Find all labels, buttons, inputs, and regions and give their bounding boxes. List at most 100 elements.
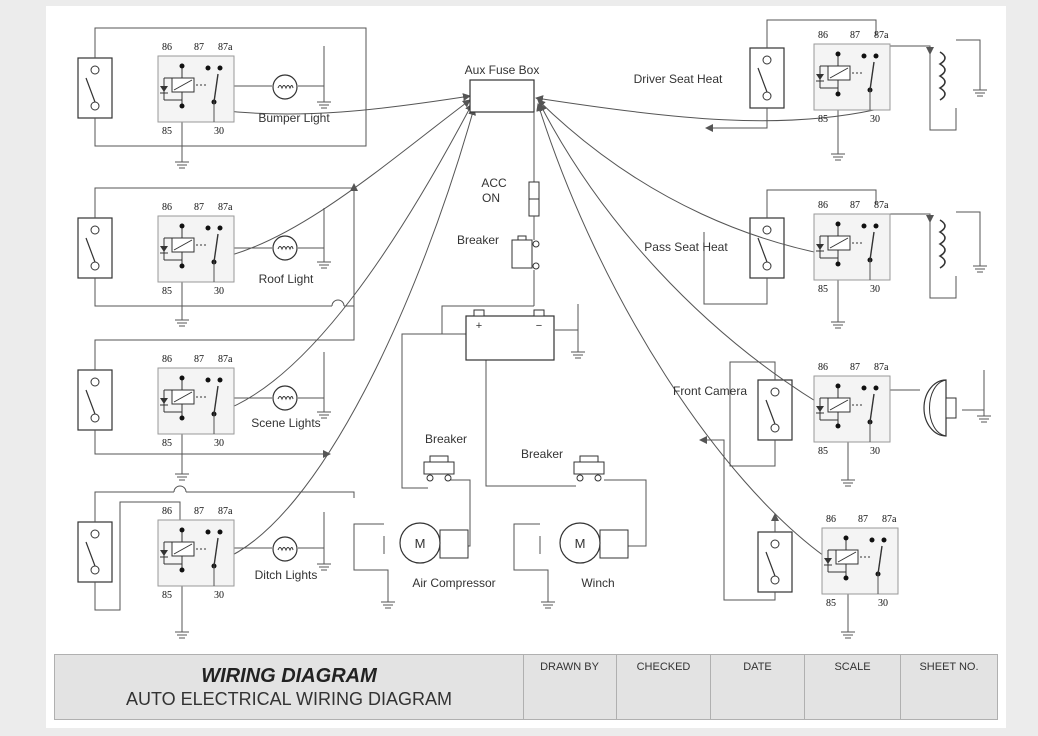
relay-pin-label: 87a [218, 202, 233, 213]
relay-pin-label: 87a [218, 42, 233, 53]
relay-pin-label: 87 [850, 30, 860, 41]
bumper-light-switch[interactable] [77, 57, 113, 119]
breaker-main [511, 235, 540, 270]
sheet-no-field[interactable]: SHEET NO. [919, 661, 979, 673]
aux-fuse-box-label: Aux Fuse Box [465, 63, 540, 77]
relay-pin-label: 30 [870, 446, 880, 457]
main-feed-wires [401, 112, 579, 489]
front-camera-switch[interactable] [757, 379, 793, 441]
ground-icon [540, 595, 556, 609]
drawing-sheet: 86 87 87a 85 30 86 87 87a 85 30 86 87 87a 85 30 86 87 87a… [46, 6, 1006, 728]
ditch-lights-switch[interactable] [77, 521, 113, 583]
relay-pin-label: 85 [162, 126, 172, 137]
ground-icon [316, 95, 332, 109]
relay-pin-label: 86 [162, 42, 172, 53]
camera-relay [821, 527, 899, 595]
relay-pin-label: 30 [214, 590, 224, 601]
relay-pin-label: 85 [162, 590, 172, 601]
date-field[interactable]: DATE [711, 655, 805, 719]
relay-pin-label: 86 [818, 30, 828, 41]
pass-seat-heat-label: Pass Seat Heat [644, 240, 728, 254]
front-camera-label: Front Camera [673, 384, 747, 398]
scene-lights-relay [157, 367, 235, 435]
title-area: WIRING DIAGRAM AUTO ELECTRICAL WIRING DI… [55, 655, 524, 719]
acc-label: ACC [481, 176, 507, 190]
air-compressor-circuit [353, 479, 471, 596]
driver-seat-heat-switch[interactable] [749, 47, 785, 109]
seat-heater-coil-icon [939, 51, 946, 101]
ground-icon [316, 255, 332, 269]
ditch-lights-bulb-icon [272, 536, 298, 562]
winch-label: Winch [581, 576, 614, 590]
checked-field[interactable]: CHECKED [617, 655, 711, 719]
front-camera-relay [813, 375, 891, 443]
relay-pin-label: 30 [870, 284, 880, 295]
seat-heater-coil-icon [939, 219, 946, 269]
relay-pin-label: 86 [162, 506, 172, 517]
relay-pin-label: 30 [878, 598, 888, 609]
ground-icon [972, 83, 988, 97]
ditch-lights-relay [157, 519, 235, 587]
relay-pin-label: 86 [818, 362, 828, 373]
relay-pin-label: 87 [850, 200, 860, 211]
relay-pin-label: 87a [874, 362, 889, 373]
relay-pin-label: 85 [162, 286, 172, 297]
relay-pin-label: 87a [874, 30, 889, 41]
wiring-diagram: 86 87 87a 85 30 86 87 87a 85 30 86 87 87a 85 30 86 87 87a… [77, 19, 992, 639]
relay-pin-label: 87a [218, 506, 233, 517]
aux-fuse-box [469, 79, 535, 113]
ground-icon [380, 595, 396, 609]
air-compressor-motor-icon [399, 522, 441, 564]
relay-pin-label: 86 [162, 202, 172, 213]
scene-lights-switch[interactable] [77, 369, 113, 431]
relay-pin-label: 87 [194, 506, 204, 517]
driver-seat-heat-label: Driver Seat Heat [634, 72, 723, 86]
scene-lights-bulb-icon [272, 385, 298, 411]
breaker-air-compressor-label: Breaker [425, 432, 467, 446]
breaker-winch [573, 455, 605, 482]
driver-seat-heat-relay [813, 43, 891, 111]
scene-lights-label: Scene Lights [251, 416, 320, 430]
pass-seat-heat-switch[interactable] [749, 217, 785, 279]
relay-pin-label: 85 [818, 284, 828, 295]
relay-pin-label: 85 [162, 438, 172, 449]
winch-motor-label: M [575, 536, 586, 551]
bumper-light-relay [157, 55, 235, 123]
roof-light-label: Roof Light [259, 272, 314, 286]
relay-pin-label: 87 [194, 354, 204, 365]
air-compressor-motor-label: M [415, 536, 426, 551]
headlamp-icon [923, 379, 957, 437]
relay-pin-label: 86 [826, 514, 836, 525]
relay-pin-label: 30 [214, 126, 224, 137]
breaker-main-label: Breaker [457, 233, 499, 247]
ground-icon [570, 345, 586, 359]
title-block: WIRING DIAGRAM AUTO ELECTRICAL WIRING DI… [54, 654, 998, 720]
relay-pin-label: 30 [214, 438, 224, 449]
relay-pin-label: 87a [882, 514, 897, 525]
ground-icon [840, 473, 856, 487]
ground-icon [972, 259, 988, 273]
relay-pin-label: 86 [818, 200, 828, 211]
camera-relay-switch[interactable] [757, 531, 793, 593]
scale-field[interactable]: SCALE [805, 655, 901, 719]
battery-negative-label: − [536, 320, 542, 332]
relay-pin-label: 87 [858, 514, 868, 525]
air-compressor-label: Air Compressor [412, 576, 495, 590]
ground-icon [174, 467, 190, 481]
pass-seat-heat-circuit [537, 99, 981, 316]
roof-light-switch[interactable] [77, 217, 113, 279]
relay-pin-label: 87 [194, 202, 204, 213]
winch-motor-icon [559, 522, 601, 564]
breaker-air-compressor [423, 455, 455, 482]
battery [465, 309, 555, 361]
relay-pin-label: 85 [818, 446, 828, 457]
relay-pin-label: 87 [194, 42, 204, 53]
relay-pin-label: 85 [826, 598, 836, 609]
acc-on-label: ON [482, 191, 500, 205]
driver-seat-heat-circuit [535, 19, 981, 148]
drawn-by-field[interactable]: DRAWN BY [523, 655, 617, 719]
relay-pin-label: 86 [162, 354, 172, 365]
ground-icon [316, 557, 332, 571]
relay-pin-label: 87a [874, 200, 889, 211]
relay-pin-label: 87a [218, 354, 233, 365]
